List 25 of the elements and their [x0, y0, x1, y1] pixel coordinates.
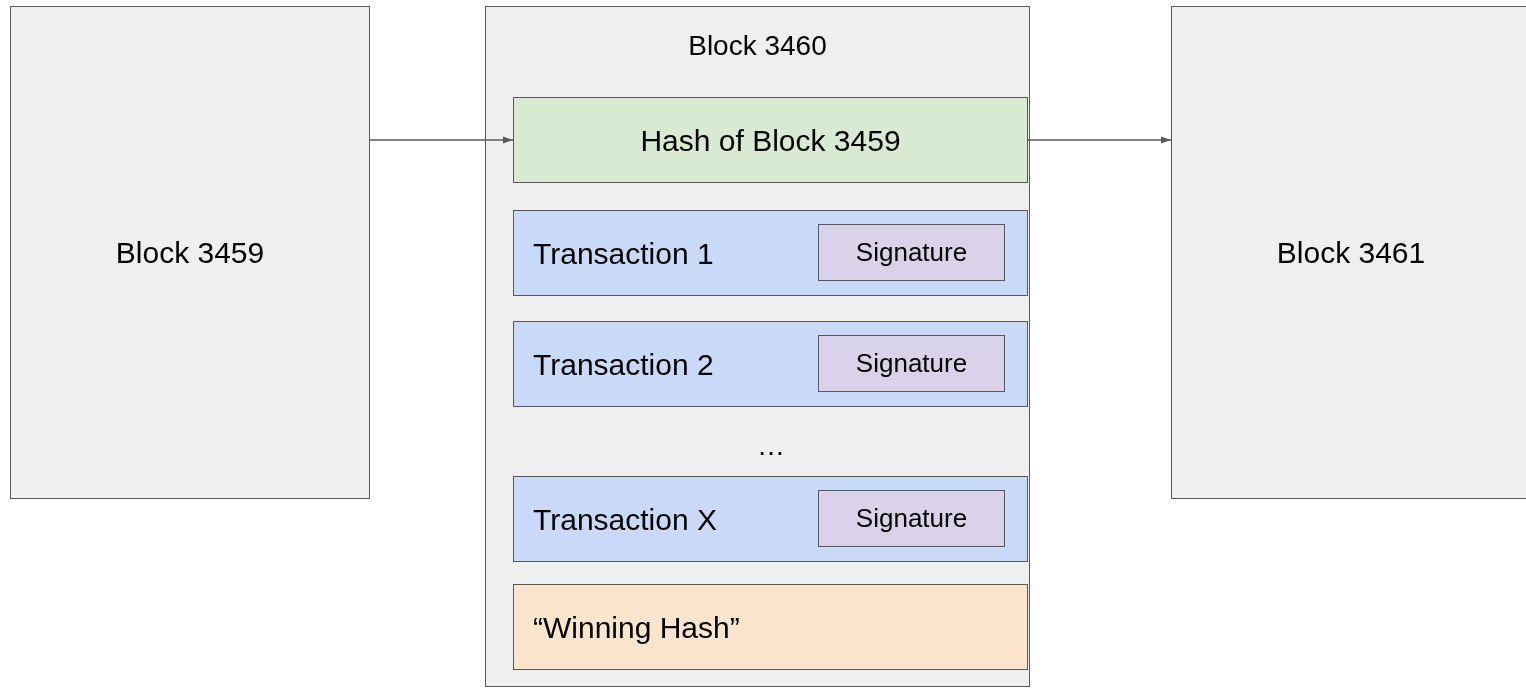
node-label: Block 3460	[688, 31, 827, 62]
node-label: Signature	[855, 504, 968, 533]
block-box	[1171, 6, 1526, 499]
block-box	[10, 6, 370, 499]
node-label: Transaction 2	[533, 347, 714, 381]
hash-box	[513, 584, 1028, 670]
transaction-box	[513, 210, 1028, 296]
node-label: Signature	[855, 238, 968, 267]
transaction-box	[513, 476, 1028, 562]
node-label: Block 3461	[1276, 236, 1426, 269]
arrow	[1027, 136, 1172, 144]
ellipsis-text: …	[757, 430, 785, 462]
node-label: Hash of Block 3459	[640, 123, 901, 157]
node-label: Signature	[855, 349, 968, 378]
node-label: “Winning Hash”	[533, 610, 740, 644]
signature-box	[818, 335, 1005, 392]
node-label: Block 3459	[115, 236, 265, 269]
hash-box	[513, 97, 1028, 183]
node-label: Transaction 1	[533, 236, 714, 270]
transaction-box	[513, 321, 1028, 407]
signature-box	[818, 224, 1005, 281]
node-label: Transaction X	[533, 502, 717, 536]
signature-box	[818, 490, 1005, 547]
arrow	[369, 136, 514, 144]
block-box	[485, 6, 1030, 687]
